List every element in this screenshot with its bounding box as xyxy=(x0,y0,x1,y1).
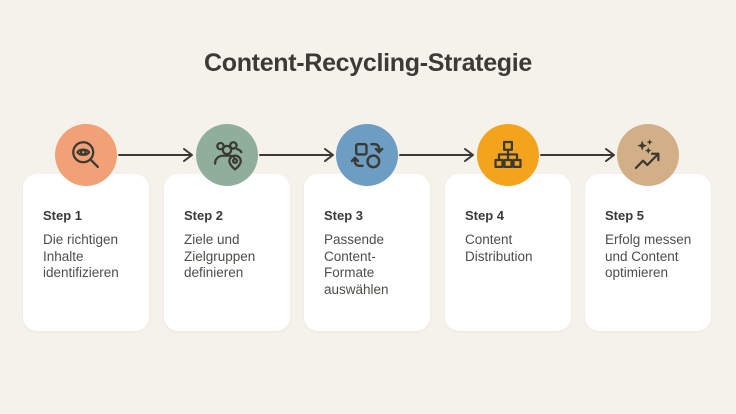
step-label: Step 2 xyxy=(184,208,224,223)
arrow-connector xyxy=(118,148,193,162)
step-circle xyxy=(196,124,258,186)
step-card: Step 4 Content Distribution xyxy=(445,174,571,331)
step-card: Step 1 Die richtigen Inhalte identifizie… xyxy=(23,174,149,331)
audience-location-icon xyxy=(209,137,245,173)
step-label: Step 5 xyxy=(605,208,645,223)
step-circle xyxy=(336,124,398,186)
arrow-connector xyxy=(259,148,334,162)
step-card: Step 3 Passende Content-Formate auswähle… xyxy=(304,174,430,331)
step-label: Step 3 xyxy=(324,208,364,223)
step-description: Erfolg messen und Content optimieren xyxy=(605,232,692,281)
trend-up-sparkles-icon xyxy=(630,137,666,173)
step-label: Step 1 xyxy=(43,208,83,223)
sitemap-icon xyxy=(490,137,526,173)
magnifier-eye-icon xyxy=(68,137,104,173)
step-circle xyxy=(617,124,679,186)
arrow-connector xyxy=(540,148,615,162)
step-circle xyxy=(55,124,117,186)
step-circle xyxy=(477,124,539,186)
step-card: Step 5 Erfolg messen und Content optimie… xyxy=(585,174,711,331)
page-title: Content-Recycling-Strategie xyxy=(203,49,533,77)
convert-shapes-icon xyxy=(349,137,385,173)
step-description: Die richtigen Inhalte identifizieren xyxy=(43,232,119,281)
step-description: Passende Content-Formate auswählen xyxy=(324,232,389,297)
step-label: Step 4 xyxy=(465,208,505,223)
step-card: Step 2 Ziele und Zielgruppen definieren xyxy=(164,174,290,331)
arrow-connector xyxy=(399,148,474,162)
step-description: Ziele und Zielgruppen definieren xyxy=(184,232,256,281)
step-description: Content Distribution xyxy=(465,232,533,264)
